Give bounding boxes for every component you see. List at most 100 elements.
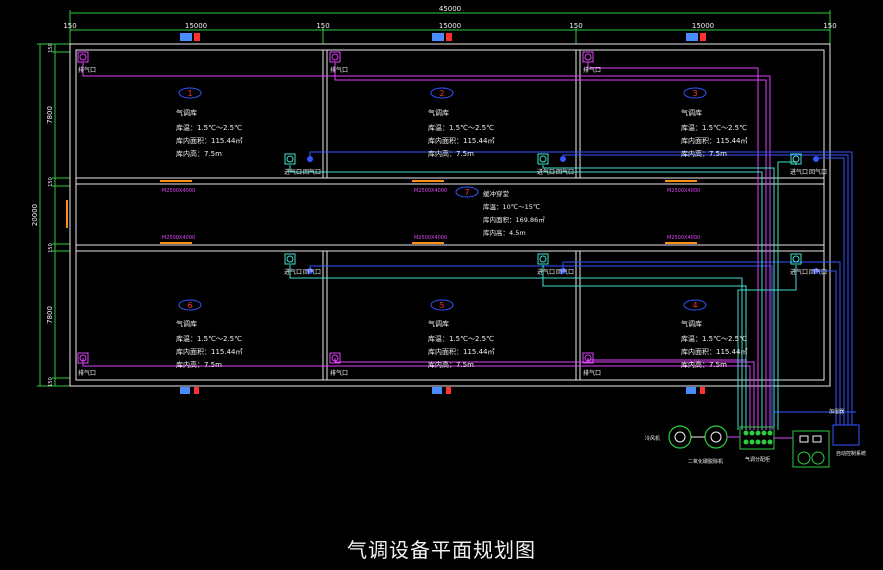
room-height: 库内高：7.5m [176, 149, 222, 158]
intake-port-icon [790, 153, 802, 165]
walls [69, 43, 831, 387]
svg-text:进气口: 进气口 [790, 268, 808, 276]
humidifier-icon [432, 33, 444, 41]
room-height: 库内高：7.5m [681, 149, 727, 158]
room-height: 库内高：7.5m [176, 360, 222, 369]
room-height: 库内高：7.5m [428, 149, 474, 158]
room-number-badge [178, 299, 202, 311]
exhaust-port-icon [77, 51, 89, 63]
svg-text:M2500X4000: M2500X4000 [667, 235, 700, 241]
top-units [180, 33, 706, 41]
dim-edge-d: 150 [48, 377, 54, 387]
dim-span-1: 15000 [185, 22, 207, 30]
room-area: 库内面积：169.86㎡ [483, 215, 545, 224]
co2-scrubber-label: 二氧化碳脱除机 [688, 458, 723, 465]
magenta-pipes [82, 62, 771, 430]
intake-port-icon [284, 153, 296, 165]
safety-valve-icon [446, 33, 452, 41]
bottom-units [180, 387, 705, 394]
room-name: 缓冲穿堂 [483, 189, 510, 198]
svg-text:进气口: 进气口 [537, 168, 555, 176]
room-area: 库内面积：115.44㎡ [428, 347, 495, 356]
dim-bay-bottom: 7800 [46, 306, 54, 324]
intake-port-icon [790, 253, 802, 265]
svg-text:进气口: 进气口 [284, 168, 302, 176]
return-port-icons [307, 156, 819, 274]
gas-box-label: 气调分配柜 [745, 456, 770, 463]
room-area: 库内面积：115.44㎡ [681, 136, 748, 145]
dim-span-2: 15000 [439, 22, 461, 30]
room-number: 6 [187, 301, 192, 310]
room-4: 4 气调库 库温：1.5℃～2.5℃ 库内面积：115.44㎡ 库内高：7.5m [681, 299, 748, 369]
room-temp: 库温：1.5℃～2.5℃ [428, 334, 494, 343]
equipment-labels: 冷风机 二氧化碳脱除机 气调分配柜 加湿器 自动控制系统 [645, 408, 866, 465]
room-number: 4 [692, 301, 697, 310]
room-temp: 库温：1.5℃～2.5℃ [428, 123, 494, 132]
door-icons [66, 180, 697, 244]
dim-offset-3: 150 [569, 22, 582, 30]
dimension-texts: 45000 150 150 150 150 15000 15000 15000 … [31, 5, 837, 387]
room-height: 库内高：7.5m [681, 360, 727, 369]
port-labels: 排气口 排气口 排气口 排气口 排气口 排气口 进气口 进气口 进气口 进气口 … [78, 66, 827, 377]
room-temp: 库温：10℃～15℃ [483, 202, 540, 211]
dim-span-3: 15000 [692, 22, 714, 30]
cyan-pipes [289, 161, 797, 430]
exhaust-port-icon [77, 352, 89, 364]
svg-text:M2500X4000: M2500X4000 [162, 188, 195, 194]
room-area: 库内面积：115.44㎡ [681, 347, 748, 356]
room-number-badge [683, 87, 707, 99]
svg-text:排气口: 排气口 [583, 66, 601, 74]
intake-port-icons [284, 153, 802, 265]
dim-total-height: 20000 [31, 204, 39, 226]
dim-edge-a: 150 [48, 43, 54, 53]
room-temp: 库温：1.5℃～2.5℃ [681, 334, 747, 343]
return-port-icon [307, 156, 313, 162]
svg-text:进气口: 进气口 [790, 168, 808, 176]
humidifier-icon [180, 387, 190, 394]
dim-edge-b: 150 [48, 177, 54, 187]
dim-total-width: 45000 [439, 5, 461, 13]
room-number-badge [455, 186, 479, 198]
door-labels: M2500X4000 M2500X4000 M2500X4000 M2500X4… [162, 188, 700, 241]
room-name: 气调库 [428, 319, 449, 328]
dim-offset-4: 150 [823, 22, 836, 30]
dim-bay-top: 7800 [46, 106, 54, 124]
room-1: 1 气调库 库温：1.5℃～2.5℃ 库内面积：115.44㎡ 库内高：7.5m [176, 87, 243, 158]
room-number-badge [178, 87, 202, 99]
humidifier-icon [180, 33, 192, 41]
svg-text:M2500X4000: M2500X4000 [667, 188, 700, 194]
svg-text:M2500X4000: M2500X4000 [414, 188, 447, 194]
safety-valve-icon [700, 387, 705, 394]
room-name: 气调库 [176, 319, 197, 328]
svg-text:回气口: 回气口 [303, 168, 321, 176]
room-number: 7 [464, 188, 469, 197]
room-name: 气调库 [176, 108, 197, 117]
exhaust-port-icons [77, 51, 594, 364]
dim-offset-1: 150 [63, 22, 76, 30]
room-number-badge [430, 87, 454, 99]
svg-text:进气口: 进气口 [284, 268, 302, 276]
svg-text:进气口: 进气口 [537, 268, 555, 276]
return-port-icon [307, 268, 313, 274]
room-number: 5 [439, 301, 444, 310]
exhaust-port-icon [329, 352, 341, 364]
intake-port-icon [537, 153, 549, 165]
fan-coil-label: 冷风机 [645, 435, 660, 442]
nitrogen-generator-icon [792, 430, 830, 468]
room-height: 库内高：4.5m [483, 228, 526, 237]
svg-text:排气口: 排气口 [78, 369, 96, 377]
gas-distribution-box-icon [739, 426, 775, 450]
humidifier-icon [432, 387, 442, 394]
corridor-7: 7 缓冲穿堂 库温：10℃～15℃ 库内面积：169.86㎡ 库内高：4.5m [455, 186, 545, 237]
exhaust-port-icon [582, 352, 594, 364]
svg-text:回气口: 回气口 [556, 268, 574, 276]
humidifier-box-label: 加湿器 [829, 408, 844, 415]
room-temp: 库温：1.5℃～2.5℃ [176, 334, 242, 343]
svg-text:回气口: 回气口 [303, 268, 321, 276]
svg-text:回气口: 回气口 [809, 268, 827, 276]
room-number-badge [430, 299, 454, 311]
svg-text:排气口: 排气口 [330, 66, 348, 74]
room-2: 2 气调库 库温：1.5℃～2.5℃ 库内面积：115.44㎡ 库内高：7.5m [428, 87, 495, 158]
svg-text:排气口: 排气口 [583, 369, 601, 377]
dimension-lines [37, 10, 831, 387]
